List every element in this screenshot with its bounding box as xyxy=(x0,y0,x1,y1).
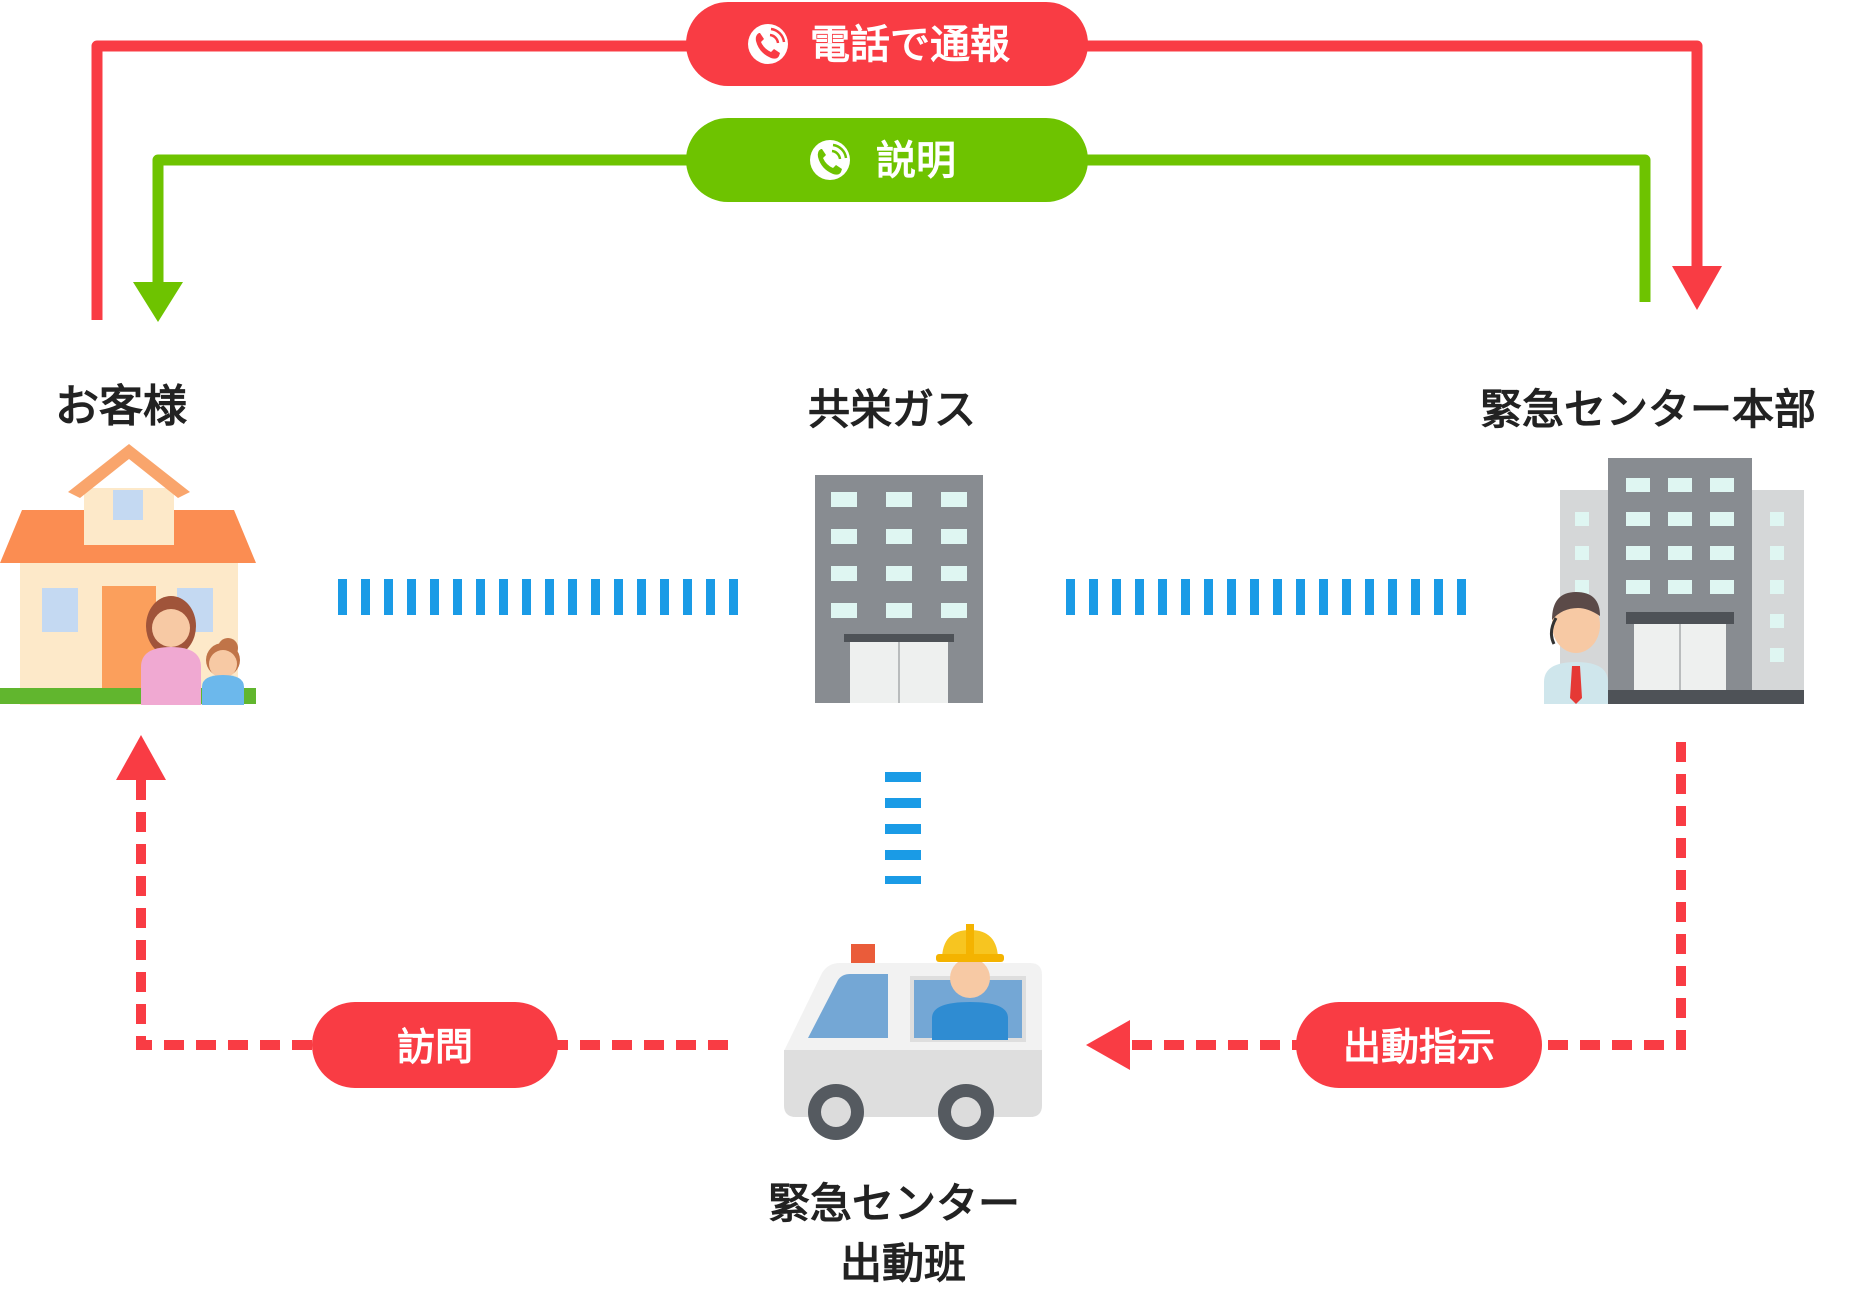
house-family-icon xyxy=(0,444,256,705)
visit-pill: 訪問 xyxy=(312,1002,558,1088)
dispatch-order-label: 出動指示 xyxy=(1343,1025,1495,1069)
dispatch-label-line2: 出動班 xyxy=(840,1239,967,1288)
phone-call-icon xyxy=(748,24,788,64)
report-arrowhead xyxy=(1672,266,1722,310)
visit-arrowhead xyxy=(116,735,166,780)
dispatch-order-arrowhead xyxy=(1086,1020,1130,1070)
explain-label: 説明 xyxy=(876,138,956,184)
report-pill: 電話で通報 xyxy=(686,2,1088,86)
dispatch-order-pill: 出動指示 xyxy=(1296,1002,1542,1088)
service-van-worker-icon xyxy=(784,924,1042,1140)
office-building-icon xyxy=(815,475,983,703)
explain-pill: 説明 xyxy=(686,118,1088,202)
visit-arrow xyxy=(116,735,728,1050)
visit-label: 訪問 xyxy=(397,1025,473,1069)
phone-call-icon xyxy=(810,140,850,180)
report-label: 電話で通報 xyxy=(810,22,1010,68)
explain-arrowhead xyxy=(133,282,183,322)
company-label: 共栄ガス xyxy=(808,385,977,434)
headquarters-operator-icon xyxy=(1544,458,1804,704)
hq-label: 緊急センター本部 xyxy=(1480,385,1817,434)
customer-label: お客様 xyxy=(55,381,187,432)
dispatch-order-arrow xyxy=(1086,742,1686,1070)
dispatch-label-line1: 緊急センター xyxy=(768,1179,1021,1228)
